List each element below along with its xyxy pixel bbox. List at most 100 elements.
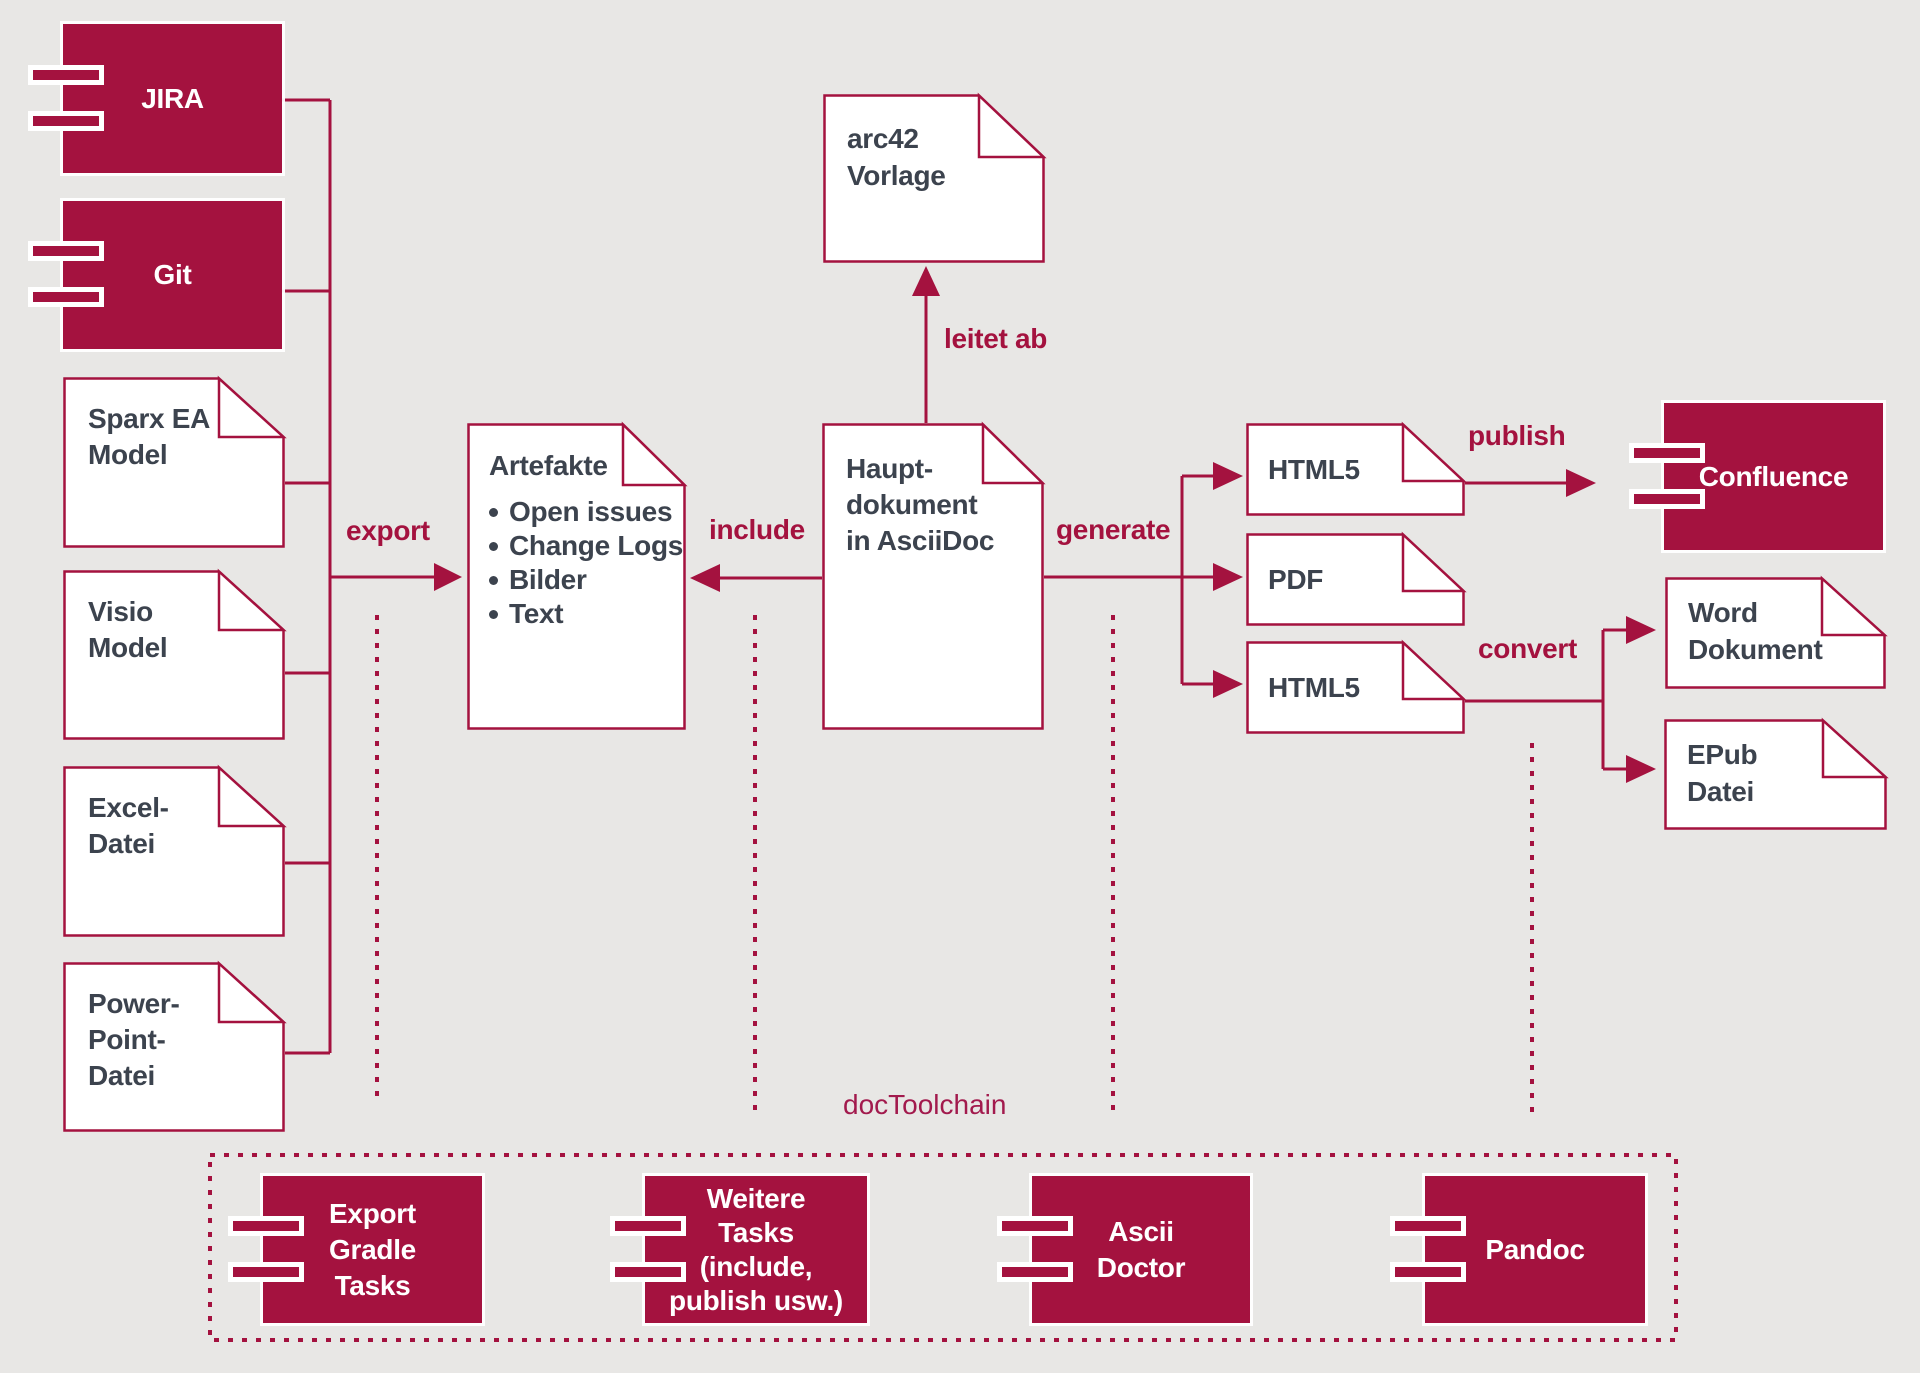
node-hauptdokument-line: Haupt-: [846, 453, 933, 484]
node-artefakte: Artefakte Open issues Change Logs Bilder…: [467, 421, 688, 730]
node-epub-datei: EPub Datei: [1664, 717, 1889, 830]
node-jira-label: JIRA: [141, 82, 204, 114]
node-ascii-doctor: Ascii Doctor: [997, 1176, 1250, 1323]
folded-corner-icon: [1820, 575, 1888, 637]
component-icon: [610, 1261, 686, 1282]
bullet-icon: [489, 575, 498, 585]
document-shape: [63, 764, 287, 937]
doctoolchain-group-border: [208, 1153, 1678, 1342]
node-excel-line: Datei: [88, 828, 155, 859]
document-shape: [1664, 717, 1889, 830]
component-icon: [28, 110, 104, 131]
document-shape: [63, 960, 287, 1132]
document-shape: [467, 421, 688, 730]
bullet-item: Open issues: [509, 496, 673, 527]
document-shape: [1665, 575, 1888, 689]
node-weitere-tasks: Weitere Tasks (include, publish usw.): [610, 1176, 867, 1323]
publish-arrowhead-icon: [1566, 469, 1596, 497]
node-weitere-tasks-line: Tasks: [718, 1216, 794, 1248]
folded-corner-icon: [217, 375, 287, 439]
edge-label-publish: publish: [1468, 420, 1566, 451]
node-ascii-doctor-line: Ascii: [1108, 1215, 1174, 1247]
node-sparx-ea-model: Sparx EA Model: [63, 375, 287, 548]
edge-label-generate: generate: [1056, 514, 1171, 545]
component-icon: [28, 64, 104, 85]
node-weitere-tasks-line: Weitere: [706, 1182, 806, 1214]
node-visio-line: Visio: [88, 596, 153, 627]
folded-corner-icon: [1401, 421, 1467, 483]
node-excel-line: Excel-: [88, 792, 169, 823]
folded-corner-icon: [217, 764, 287, 828]
document-shape: [822, 421, 1046, 730]
export-arrowhead-icon: [434, 563, 462, 591]
node-sparx-line: Model: [88, 439, 168, 470]
component-icon: [997, 1215, 1073, 1236]
component-icon: [228, 1261, 304, 1282]
node-artefakte-title: Artefakte: [489, 450, 608, 481]
node-arc42-line: Vorlage: [847, 160, 946, 191]
node-pandoc-label: Pandoc: [1485, 1233, 1585, 1265]
node-ascii-doctor-line: Doctor: [1096, 1251, 1186, 1283]
bullet-item: Text: [509, 598, 564, 629]
bullet-icon: [489, 507, 498, 517]
node-hauptdokument: Haupt- dokument in AsciiDoc: [822, 421, 1046, 730]
include-arrowhead-icon: [690, 564, 720, 592]
component-icon: [997, 1261, 1073, 1282]
node-visio-line: Model: [88, 632, 168, 663]
node-export-gradle-line: Tasks: [334, 1269, 411, 1301]
node-word-line: Dokument: [1688, 634, 1823, 665]
node-confluence-label: Confluence: [1698, 460, 1849, 492]
node-powerpoint-line: Datei: [88, 1060, 155, 1091]
node-hauptdokument-line: in AsciiDoc: [846, 525, 995, 556]
node-powerpoint-line: Power-: [88, 988, 180, 1019]
folded-corner-icon: [981, 421, 1046, 485]
node-weitere-tasks-line: (include,: [699, 1250, 813, 1282]
edge-label-leitet-ab: leitet ab: [944, 323, 1048, 354]
folded-corner-icon: [1821, 717, 1889, 779]
component-icon: [610, 1215, 686, 1236]
node-html5-bottom-label: HTML5: [1268, 671, 1360, 703]
node-powerpoint-datei: Power- Point- Datei: [63, 960, 287, 1132]
component-icon: [28, 241, 104, 261]
component-icon: [1390, 1261, 1466, 1282]
artefakte-bullet-list: Open issues Change Logs Bilder Text: [489, 495, 683, 631]
node-export-gradle-tasks: Export Gradle Tasks: [228, 1176, 482, 1323]
folded-corner-icon: [621, 421, 688, 487]
component-icon: [1390, 1215, 1466, 1236]
document-shape: [1246, 639, 1467, 734]
generate-top-arrowhead-icon: [1213, 462, 1243, 490]
node-html5-publish: HTML5: [1246, 421, 1467, 516]
node-git-label: Git: [153, 259, 192, 290]
node-word-dokument: Word Dokument: [1665, 575, 1888, 689]
node-word-line: Word: [1688, 597, 1758, 628]
doctoolchain-group-label: docToolchain: [843, 1089, 1007, 1120]
node-confluence: Confluence: [1629, 403, 1883, 550]
node-visio-model: Visio Model: [63, 568, 287, 740]
bullet-icon: [489, 541, 498, 551]
generate-bottom-arrowhead-icon: [1213, 670, 1243, 698]
edge-label-export: export: [346, 515, 430, 546]
component-icon: [1629, 488, 1705, 509]
node-pdf-label: PDF: [1268, 563, 1324, 595]
node-epub-line: EPub: [1687, 739, 1758, 770]
folded-corner-icon: [217, 568, 287, 632]
node-pandoc: Pandoc: [1390, 1176, 1645, 1323]
node-epub-line: Datei: [1687, 776, 1754, 807]
component-icon: [228, 1215, 304, 1236]
node-html5-convert: HTML5: [1246, 639, 1467, 734]
node-arc42-vorlage: arc42 Vorlage: [823, 92, 1047, 263]
node-powerpoint-line: Point-: [88, 1024, 166, 1055]
node-git: Git: [28, 201, 282, 349]
node-jira: JIRA: [28, 24, 282, 173]
document-shape: [63, 568, 287, 740]
edge-label-convert: convert: [1478, 633, 1578, 664]
bullet-item: Change Logs: [509, 530, 684, 561]
folded-corner-icon: [977, 92, 1047, 159]
document-shape: [1246, 421, 1467, 516]
convert-word-arrowhead-icon: [1626, 616, 1656, 644]
node-arc42-line: arc42: [847, 123, 919, 154]
node-export-gradle-line: Export: [329, 1197, 416, 1229]
node-excel-datei: Excel- Datei: [63, 764, 287, 937]
document-shape: [823, 92, 1047, 263]
convert-epub-arrowhead-icon: [1626, 755, 1656, 783]
